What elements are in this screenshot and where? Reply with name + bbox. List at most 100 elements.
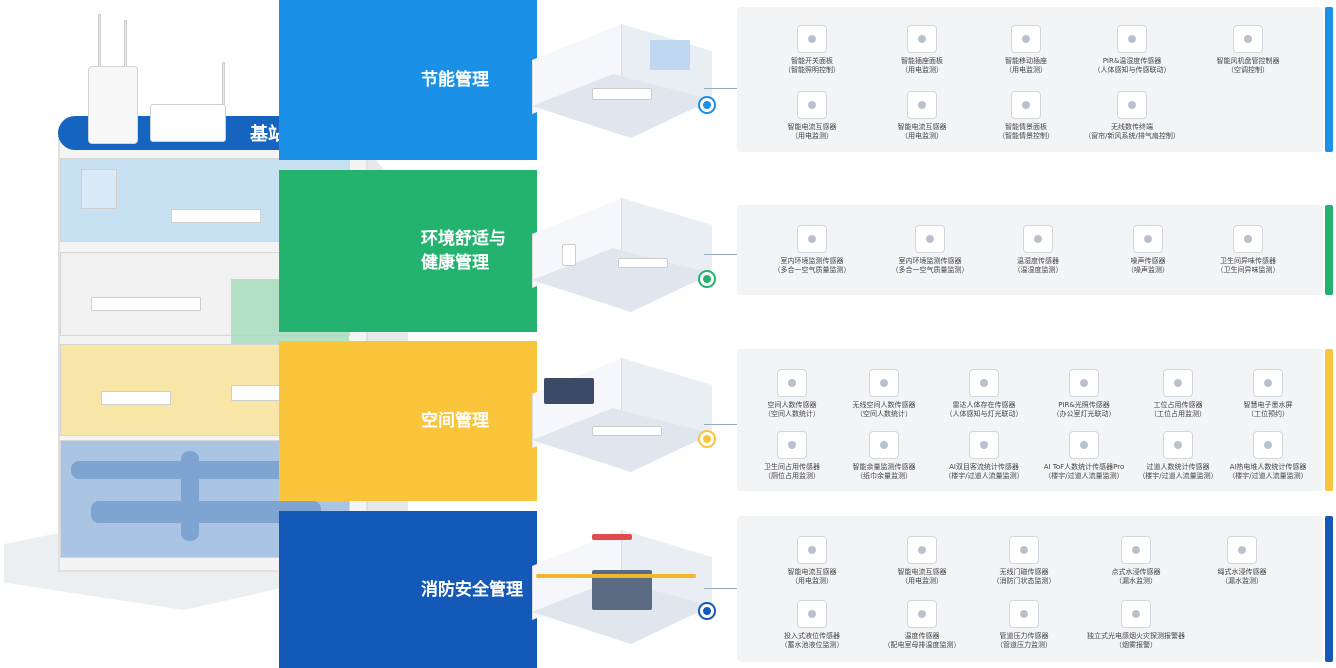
current-transformer-icon: [907, 536, 937, 564]
pipe: [181, 451, 199, 541]
panel-accent-bar: [1325, 349, 1333, 491]
sensor-item: 智能情景面板（智能情景控制）: [961, 91, 1091, 141]
sensor-item: 雷达人体存在传感器（人体感知与灯光联动）: [919, 369, 1049, 419]
pir-sensor-icon: [1117, 25, 1147, 53]
sensor-item: 无线空间人数传感器（空间人数统计）: [819, 369, 949, 419]
category-environment: 环境舒适与 健康管理: [279, 170, 537, 332]
desk: [101, 391, 171, 405]
sensor-item: 智能电流互感器（用电监测）: [747, 91, 877, 141]
level-sensor-icon: [869, 431, 899, 459]
glass-partition: [81, 169, 117, 209]
temp-humidity-sensor-icon: [1023, 225, 1053, 253]
sensor-item: 卫生间异味传感器（卫生间异味监测）: [1183, 225, 1313, 275]
sensor-item: 智能电流互感器（用电监测）: [857, 91, 987, 141]
desk-occupancy-sensor-icon: [1163, 369, 1193, 397]
sensor-node-icon: [700, 98, 714, 112]
panel-accent-bar: [1325, 516, 1333, 662]
sensor-item: 管道压力传感器（管道压力监测）: [959, 600, 1089, 650]
sensor-item: 工位占用传感器（工位占用监测）: [1113, 369, 1243, 419]
air-quality-display-icon: [915, 225, 945, 253]
connector-line: [704, 424, 738, 425]
sensor-item: 智能风机盘管控制器（空调控制）: [1183, 25, 1313, 75]
sensor-item: AI双目客流统计传感器（楼宇/过道人流量监测）: [919, 431, 1049, 481]
wireless-dtu-icon: [1117, 91, 1147, 119]
sensor-item: 无线门磁传感器（消防门状态监测）: [959, 536, 1089, 586]
sensor-item: 温湿度传感器（温湿度监测）: [973, 225, 1103, 275]
category-label: 消防安全管理: [421, 579, 523, 600]
rope-leak-sensor-icon: [1227, 536, 1257, 564]
sensor-item: 智能电流互感器（用电监测）: [747, 536, 877, 586]
connector-line: [704, 88, 738, 89]
sensor-item: 智能插座面板（用电监测）: [857, 25, 987, 75]
sensor-item: AI ToF人数统计传感器Pro（楼宇/过道人流量监测）: [1019, 431, 1149, 481]
current-transformer-icon: [797, 91, 827, 119]
spot-leak-sensor-icon: [1121, 536, 1151, 564]
sensor-item: 智能余量监测传感器（纸巾余量监测）: [819, 431, 949, 481]
sensor-node-icon: [700, 432, 714, 446]
scene-panel-icon: [1011, 91, 1041, 119]
sensor-item: 智能电流互感器（用电监测）: [857, 536, 987, 586]
wireless-people-counter-icon: [869, 369, 899, 397]
current-transformer-icon: [907, 91, 937, 119]
restroom-occupancy-sensor-icon: [777, 431, 807, 459]
binocular-camera-icon: [969, 431, 999, 459]
sensor-panel-environment: 室内环境监测传感器（多合一空气质量监测） 室内环境监测传感器（多合一空气质量监测…: [737, 205, 1333, 295]
sensor-item: 无线数传终端（窗帘/新风系统/排气扇控制）: [1067, 91, 1197, 141]
category-space: 空间管理: [279, 341, 537, 501]
room-server-illustration: [522, 520, 722, 650]
sensor-item: 室内环境监测传感器（多合一空气质量监测）: [865, 225, 995, 275]
sensor-item: 卫生间占用传感器（厕位占用监测）: [727, 431, 857, 481]
gateway-router-device: [88, 66, 138, 144]
category-label: 空间管理: [421, 411, 489, 431]
sensor-item: AI热电堆人数统计传感器（楼宇/过道人流量监测）: [1203, 431, 1333, 481]
sensor-node-icon: [700, 272, 714, 286]
sensor-node-icon: [700, 604, 714, 618]
radar-sensor-icon: [969, 369, 999, 397]
tof-sensor-icon: [1069, 431, 1099, 459]
sensor-item: 独立式光电感烟火灾探测报警器（烟雾报警）: [1071, 600, 1201, 650]
sensor-item: 智能开关面板（智能照明控制）: [747, 25, 877, 75]
room-meeting-illustration: [522, 14, 722, 144]
sensor-item: PIR&光照传感器（办公室灯光联动）: [1019, 369, 1149, 419]
office-desk: [91, 297, 201, 311]
room-workspace-illustration: [522, 348, 722, 478]
antenna: [98, 14, 101, 70]
gateway-box-device: [150, 104, 226, 142]
sensor-item: 绳式水浸传感器（漏水监测）: [1177, 536, 1307, 586]
sensor-item: 点式水浸传感器（漏水监测）: [1071, 536, 1201, 586]
mobile-socket-icon: [1011, 25, 1041, 53]
sensor-panel-energy: 智能开关面板（智能照明控制） 智能插座面板（用电监测） 智能移动插座（用电监测）…: [737, 7, 1333, 152]
antenna: [124, 20, 127, 70]
fan-coil-controller-icon: [1233, 25, 1263, 53]
pressure-sensor-icon: [1009, 600, 1039, 628]
sensor-item: 投入式液位传感器（蓄水池液位监测）: [747, 600, 877, 650]
door-sensor-icon: [1009, 536, 1039, 564]
sensor-item: 过道人数统计传感器（楼宇/过道人流量监测）: [1113, 431, 1243, 481]
meeting-table: [171, 209, 261, 223]
connector-line: [704, 254, 738, 255]
e-ink-display-icon: [1253, 369, 1283, 397]
smoke-detector-icon: [1121, 600, 1151, 628]
category-label: 环境舒适与 健康管理: [421, 229, 506, 273]
current-transformer-icon: [797, 536, 827, 564]
category-label: 节能管理: [421, 70, 489, 90]
pipe: [91, 501, 321, 523]
liquid-level-sensor-icon: [797, 600, 827, 628]
noise-sensor-icon: [1133, 225, 1163, 253]
antenna: [222, 62, 225, 106]
sensor-item: 智慧电子墨水屏（工位预约）: [1203, 369, 1333, 419]
category-energy: 节能管理: [279, 0, 537, 160]
sensor-item: 空间人数传感器（空间人数统计）: [727, 369, 857, 419]
sensor-item: 智能移动插座（用电监测）: [961, 25, 1091, 75]
panel-accent-bar: [1325, 205, 1333, 295]
temperature-sensor-icon: [907, 600, 937, 628]
odor-sensor-icon: [1233, 225, 1263, 253]
panel-accent-bar: [1325, 7, 1333, 152]
sensor-item: 温度传感器（配电室母排温度监测）: [857, 600, 987, 650]
sensor-item: PIR&温湿度传感器（人体感知与传感联动）: [1067, 25, 1197, 75]
pipe: [71, 461, 331, 479]
people-counter-icon: [777, 369, 807, 397]
corridor-counter-icon: [1163, 431, 1193, 459]
air-quality-sensor-icon: [797, 225, 827, 253]
smart-switch-icon: [797, 25, 827, 53]
